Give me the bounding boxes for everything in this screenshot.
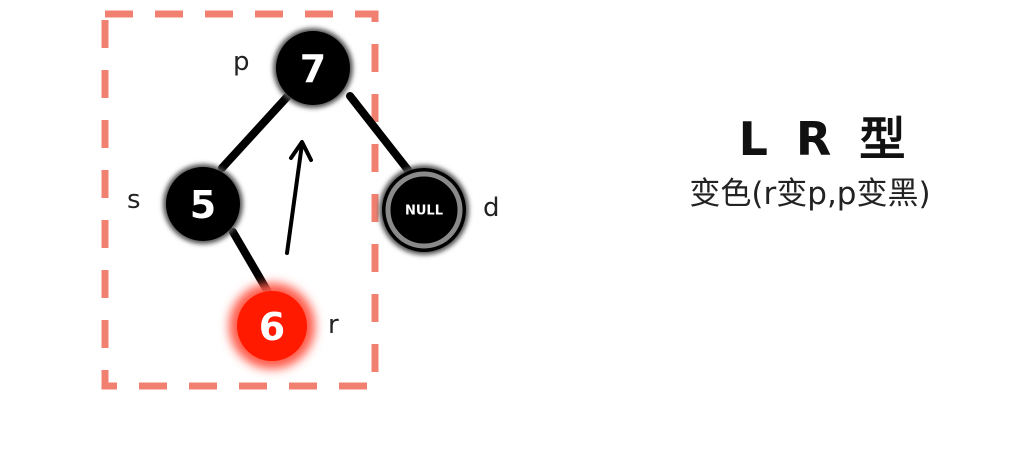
edge-p-s	[218, 93, 291, 172]
label-p: p	[233, 47, 250, 77]
label-r: r	[328, 310, 339, 340]
node-p: 7	[273, 28, 353, 108]
node-r: 6	[229, 283, 315, 369]
edge-p-d	[346, 92, 412, 174]
dashed-highlight-box	[101, 10, 379, 390]
rotation-arrow-icon	[285, 140, 313, 255]
label-d: d	[483, 193, 500, 223]
node-r-value: 6	[259, 305, 285, 349]
label-s: s	[127, 185, 141, 215]
node-s-value: 5	[190, 183, 216, 227]
case-title: L R 型	[738, 112, 912, 166]
tree-edges	[218, 92, 412, 296]
node-d-value: NULL	[405, 204, 443, 219]
node-d-null: NULL	[379, 165, 469, 255]
node-s: 5	[163, 164, 243, 244]
case-subtitle: 变色(r变p,p变黑)	[689, 176, 931, 212]
edge-s-r	[229, 228, 272, 296]
node-p-value: 7	[300, 47, 326, 91]
